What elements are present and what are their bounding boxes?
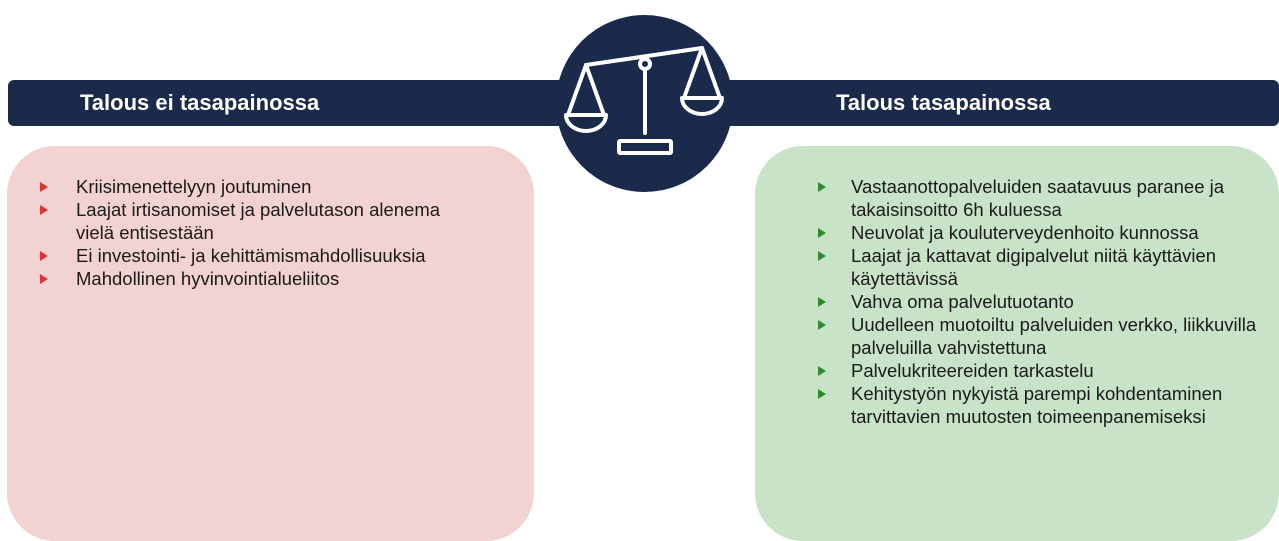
list-item: Ei investointi- ja kehittämismahdollisuu… [40, 244, 476, 267]
triangle-bullet-icon [818, 389, 826, 399]
triangle-bullet-icon [40, 182, 48, 192]
triangle-bullet-icon [818, 366, 826, 376]
triangle-bullet-icon [40, 251, 48, 261]
triangle-bullet-icon [818, 182, 826, 192]
list-item: Mahdollinen hyvinvointialueliitos [40, 267, 476, 290]
left-list: Kriisimenettelyyn joutuminen Laajat irti… [40, 175, 476, 290]
balance-scale-icon [564, 46, 724, 155]
triangle-bullet-icon [40, 274, 48, 284]
list-item: Kehitystyön nykyistä parempi kohdentamin… [818, 382, 1271, 428]
list-item: Palvelukriteereiden tarkastelu [818, 359, 1271, 382]
triangle-bullet-icon [818, 251, 826, 261]
triangle-bullet-icon [40, 205, 48, 215]
list-item: Laajat irtisanomiset ja palvelutason ale… [40, 198, 476, 244]
list-item: Uudelleen muotoiltu palveluiden verkko, … [818, 313, 1271, 359]
right-title: Talous tasapainossa [836, 90, 1051, 115]
list-item: Laajat ja kattavat digipalvelut niitä kä… [818, 244, 1271, 290]
list-item: Kriisimenettelyyn joutuminen [40, 175, 476, 198]
triangle-bullet-icon [818, 297, 826, 307]
list-item: Vastaanottopalveluiden saatavuus paranee… [818, 175, 1271, 221]
right-panel [755, 146, 1279, 541]
list-item: Neuvolat ja kouluterveydenhoito kunnossa [818, 221, 1271, 244]
list-item: Vahva oma palvelutuotanto [818, 290, 1271, 313]
right-list: Vastaanottopalveluiden saatavuus paranee… [818, 175, 1271, 428]
triangle-bullet-icon [818, 228, 826, 238]
scale-badge [556, 15, 733, 192]
triangle-bullet-icon [818, 320, 826, 330]
left-panel [7, 146, 534, 541]
left-title: Talous ei tasapainossa [80, 90, 320, 115]
